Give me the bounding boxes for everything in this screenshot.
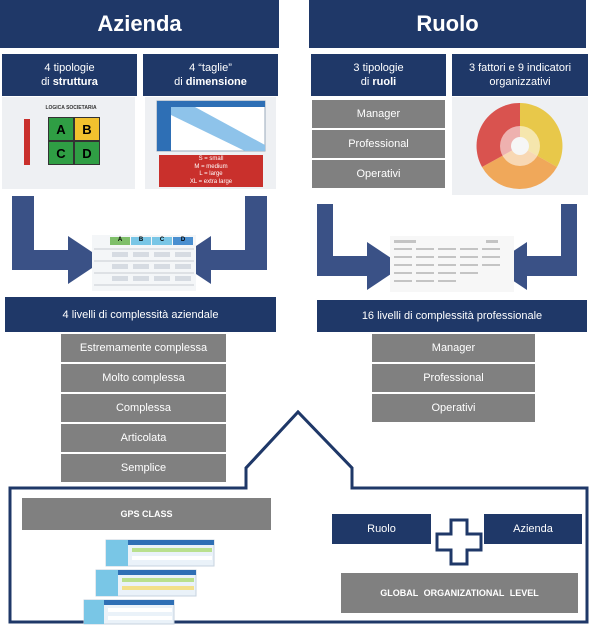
azienda-complexity-text: 4 livelli di complessità aziendale — [62, 308, 219, 321]
ruolo-level-operativi: Operativi — [371, 393, 536, 423]
mini-header-c: C — [152, 237, 172, 245]
azienda-level-1: Estremamente complessa — [60, 333, 227, 363]
tipologie-prefix: 3 tipologie — [353, 62, 404, 74]
dimensione-prefix: 4 “taglie” — [189, 62, 232, 74]
fattori-line1: 3 fattori e 9 indicatori — [468, 62, 572, 74]
ruolo-complexity-header: 16 livelli di complessità professionale — [317, 300, 587, 332]
complexity-mini-table: A B C D — [92, 235, 196, 291]
role-manager: Manager — [311, 99, 446, 129]
dimensione-bold: dimensione — [185, 76, 247, 88]
matrix-cell-d: D — [74, 141, 100, 165]
tipologie-bold: ruoli — [372, 76, 397, 88]
size-legend: S = small M = medium L = large XL = extr… — [159, 155, 263, 187]
mini-header-d: D — [173, 237, 193, 245]
dimensione-grid — [156, 100, 266, 152]
gps-class-tables — [83, 539, 215, 625]
struttura-di: di — [41, 76, 53, 88]
azienda-level-3: Complessa — [60, 393, 227, 423]
gps-class-box: GPS CLASS — [22, 498, 271, 530]
struttura-prefix: 4 tipologie — [44, 62, 95, 74]
arrow-left-in — [12, 196, 104, 284]
size-legend-l: L = large — [199, 171, 223, 177]
ruolo-doc-lines — [394, 240, 500, 282]
ruolo-complexity-text: 16 livelli di complessità professionale — [361, 310, 543, 322]
mini-table-rows — [94, 248, 194, 286]
global-level-text: GLOBAL ORGANIZATIONAL LEVEL — [380, 588, 539, 598]
azienda-header: Azienda — [0, 0, 279, 48]
ruolo-title: Ruolo — [416, 11, 479, 36]
dimensione-di: di — [174, 76, 186, 88]
bottom-ruolo-text: Ruolo — [367, 523, 396, 535]
azienda-arrows — [12, 196, 267, 284]
pie-graphic — [476, 102, 563, 189]
mini-header-a: A — [110, 237, 130, 245]
matrix-side-bar — [24, 119, 30, 165]
matrix-cell-b: B — [74, 117, 100, 141]
azienda-level-4: Articolata — [60, 423, 227, 453]
role-professional: Professional — [311, 129, 446, 159]
ruolo-level-professional: Professional — [371, 363, 536, 393]
size-legend-xl: XL = extra large — [189, 178, 233, 185]
arrow-right-in — [175, 196, 267, 284]
role-operativi: Operativi — [311, 159, 446, 189]
fattori-box: 3 fattori e 9 indicatori organizzativi — [452, 54, 588, 96]
fattori-pie-image — [452, 97, 588, 195]
matrix-top-label: LOGICA SOCIETARIA — [45, 105, 97, 111]
plus-icon — [435, 518, 483, 566]
ruolo-arrow-left — [317, 204, 403, 290]
ruolo-mini-doc — [390, 236, 514, 292]
dimensione-box: 4 “taglie” di dimensione — [143, 54, 278, 96]
gps-table-3 — [83, 599, 175, 625]
struttura-matrix-image: LOGICA SOCIETARIA A B C D — [2, 97, 135, 189]
fattori-line2: organizzativi — [489, 76, 551, 88]
bottom-ruolo-box: Ruolo — [332, 514, 431, 544]
bottom-azienda-text: Azienda — [513, 523, 553, 535]
matrix-cell-c: C — [48, 141, 74, 165]
struttura-box: 4 tipologie di struttura — [2, 54, 137, 96]
global-level-box: GLOBAL ORGANIZATIONAL LEVEL — [341, 573, 578, 613]
struttura-bold: struttura — [52, 76, 98, 88]
matrix-cell-a: A — [48, 117, 74, 141]
gps-table-2 — [95, 569, 197, 597]
ruolo-level-manager: Manager — [371, 333, 536, 363]
ruolo-header: Ruolo — [309, 0, 586, 48]
size-legend-m: M = medium — [194, 163, 228, 170]
gps-table-1 — [105, 539, 215, 567]
mini-header-b: B — [131, 237, 151, 245]
size-legend-s: S = small — [198, 156, 224, 162]
gps-class-text: GPS CLASS — [120, 509, 173, 519]
azienda-level-2: Molto complessa — [60, 363, 227, 393]
tipologie-di: di — [360, 76, 373, 88]
tipologie-ruoli-box: 3 tipologie di ruoli — [311, 54, 446, 96]
azienda-complexity-header: 4 livelli di complessità aziendale — [5, 297, 276, 332]
azienda-level-5: Semplice — [60, 453, 227, 483]
bottom-azienda-box: Azienda — [484, 514, 582, 544]
dimensione-image: S = small M = medium L = large XL = extr… — [145, 97, 276, 189]
azienda-title: Azienda — [97, 11, 182, 36]
